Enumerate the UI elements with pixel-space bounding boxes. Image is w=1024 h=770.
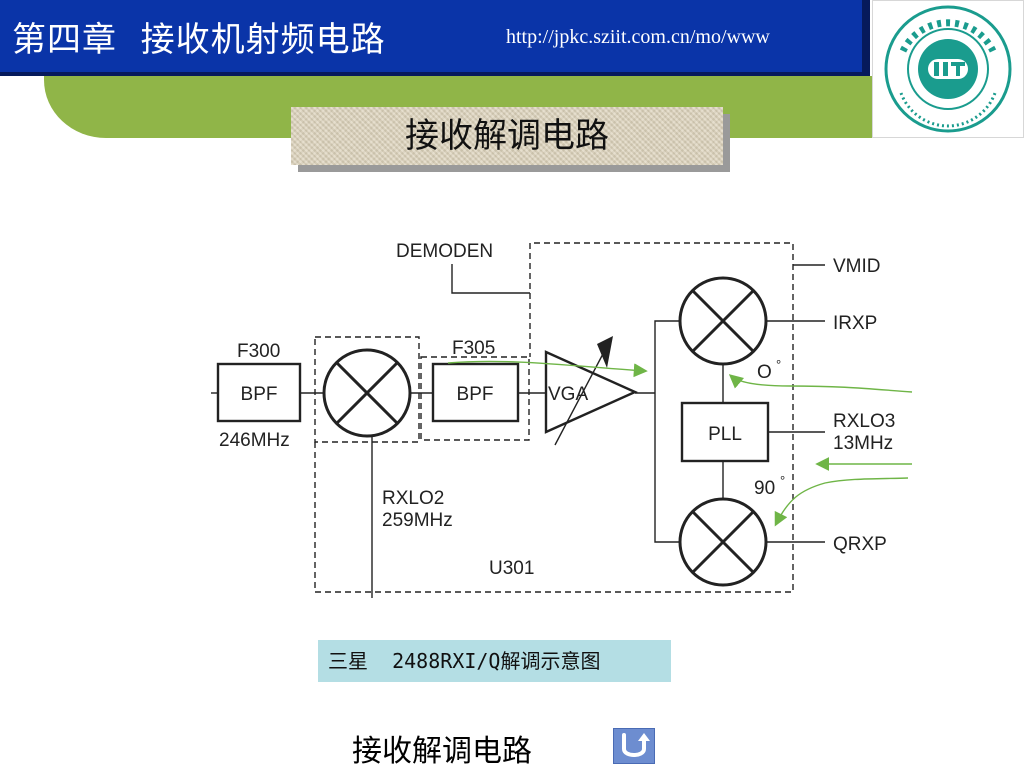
- f300-frequency: 246MHz: [219, 430, 290, 451]
- signal-flow-arrow-q: [774, 477, 909, 527]
- signal-flow-arrow-i: [728, 374, 913, 393]
- vga-gain-control-line: [554, 349, 606, 446]
- rxlo3-frequency: 13MHz: [833, 433, 893, 454]
- mixer-dashed-box: [314, 336, 420, 443]
- phase-0-label: O: [757, 362, 772, 383]
- bpf-f300-label: BPF: [241, 384, 278, 405]
- demoden-line: [451, 264, 530, 294]
- vga-gain-arrowhead: [597, 336, 613, 368]
- site-url[interactable]: http://jpkc.sziit.com.cn/mo/www: [506, 26, 770, 48]
- logo-box: [872, 0, 1024, 138]
- first-mixer: [322, 348, 412, 438]
- bpf-f300-block: [216, 362, 302, 423]
- bottom-title: 接收解调电路: [352, 734, 532, 769]
- figure-caption: 三星 2488RXI/Q解调示意图: [318, 640, 671, 682]
- pll-block: [680, 401, 770, 463]
- phase-0-degree: °: [776, 357, 781, 372]
- f305-label: F305: [452, 338, 495, 359]
- qrxp-pin-label: QRXP: [833, 534, 887, 555]
- u301-label: U301: [489, 558, 534, 579]
- header-shadow: [862, 0, 870, 76]
- phase-90-degree: °: [780, 473, 785, 488]
- bpf-f305-block: [431, 362, 520, 423]
- rxlo2-frequency: 259MHz: [382, 510, 453, 531]
- u301-dashed-outline: [314, 242, 794, 593]
- pll-label: PLL: [708, 424, 742, 445]
- rxlo2-label: RXLO2: [382, 488, 444, 509]
- header-bar: [0, 0, 862, 76]
- return-button[interactable]: [613, 728, 655, 764]
- rxlo3-label: RXLO3: [833, 411, 895, 432]
- vga-amplifier: [544, 350, 638, 434]
- phase-90-label: 90: [754, 478, 775, 499]
- sziit-logo: [884, 5, 1012, 133]
- vmid-pin-label: VMID: [833, 256, 881, 277]
- u-turn-return-icon: [622, 733, 650, 757]
- q-mixer: [678, 497, 768, 587]
- signal-flow-arrow-top: [447, 360, 648, 378]
- bpf-f305-label: BPF: [457, 384, 494, 405]
- f305-dashed-box: [420, 356, 530, 441]
- slide-title: 接收解调电路: [291, 107, 723, 165]
- i-mixer: [678, 276, 768, 366]
- vga-label: VGA: [548, 384, 588, 405]
- f300-label: F300: [237, 341, 280, 362]
- chapter-title: 第四章 接收机射频电路: [12, 20, 386, 60]
- demoden-pin-label: DEMODEN: [396, 241, 493, 262]
- irxp-pin-label: IRXP: [833, 313, 877, 334]
